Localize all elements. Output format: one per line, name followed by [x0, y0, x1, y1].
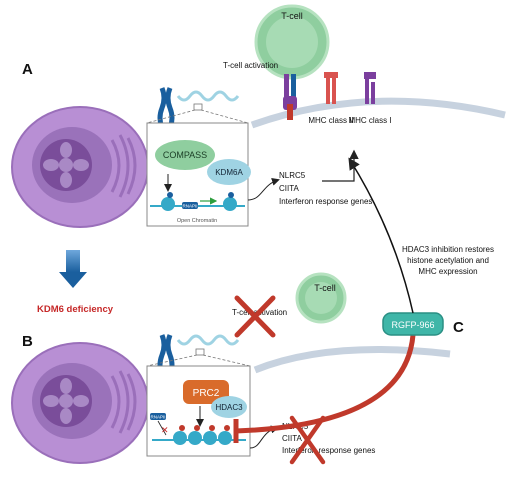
prc2-complex: [183, 380, 229, 404]
gene-ciita-top: CIITA: [279, 184, 300, 193]
inhibition-line: [235, 334, 416, 434]
inhibition-note-line3: MHC expression: [418, 267, 477, 276]
cell-bottom: [11, 342, 149, 464]
kdm6a-protein: [207, 159, 251, 185]
panel-label-b: B: [22, 333, 33, 350]
gene-ifn-top: Interferon response genes: [279, 197, 372, 206]
cell-top: [11, 106, 149, 228]
rnapii-badge-top: [182, 202, 198, 209]
kdm6a-label: KDM6A: [215, 168, 243, 177]
hdac3-label: HDAC3: [215, 403, 243, 412]
arrow-to-genes-top: [247, 177, 280, 201]
chromosome-icon: [157, 87, 175, 129]
dna-strand-top: [176, 90, 240, 102]
dna-strand-bottom: [176, 334, 240, 346]
inhibition-note-line1: HDAC3 inhibition restores: [402, 245, 494, 254]
tcell-label-top: T-cell: [281, 11, 303, 21]
prc2-label: PRC2: [193, 388, 220, 399]
mhc1-label: MHC class I: [348, 116, 391, 125]
gene-ifn-bottom: Interferon response genes: [282, 446, 375, 455]
block-x-icon: ✕: [161, 425, 169, 435]
compass-label: COMPASS: [163, 150, 207, 160]
inhibition-note-line2: histone acetylation and: [407, 256, 489, 265]
tcr-receptor: [283, 74, 297, 120]
rnapii-badge-bottom: [150, 413, 166, 420]
panel-label-a: A: [22, 61, 33, 78]
rgfp966-label: RGFP-966: [391, 320, 434, 330]
membrane-bottom: [253, 346, 451, 374]
tcell-activation-top: T-cell activation: [223, 61, 278, 70]
open-chromatin-label: Open Chromatin: [177, 218, 217, 224]
panel-label-c: C: [453, 319, 464, 336]
restore-arrow: [348, 157, 414, 314]
arrow-up-to-membrane: [322, 149, 359, 182]
kdm6-deficiency-label: KDM6 deficiency: [37, 304, 114, 315]
mhc-class-ii-receptor: [324, 72, 338, 104]
inhibition-note: HDAC3 inhibition restores histone acetyl…: [402, 245, 494, 276]
tcell-label-bottom: T-cell: [314, 283, 336, 293]
tcell-bottom: [295, 272, 347, 324]
closed-chromatin: [152, 425, 246, 445]
down-arrow: [59, 250, 87, 288]
hdac3-protein-inset: [211, 396, 247, 418]
tcell-top: [254, 4, 330, 80]
rnapii-label-bottom: RNAPII: [150, 415, 165, 420]
mhc-class-i-receptor: [364, 72, 376, 104]
rnapii-label-top: RNAPII: [182, 204, 197, 209]
mhc2-label: MHC class II: [308, 116, 353, 125]
gene-nlrc5-top: NLRC5: [279, 171, 306, 180]
cross-tcell-activation-icon: [234, 295, 276, 338]
compass-complex: [155, 140, 215, 170]
genes-list-top: NLRC5 CIITA Interferon response genes: [279, 171, 372, 206]
gene-ciita-bottom: CIITA: [282, 434, 303, 443]
